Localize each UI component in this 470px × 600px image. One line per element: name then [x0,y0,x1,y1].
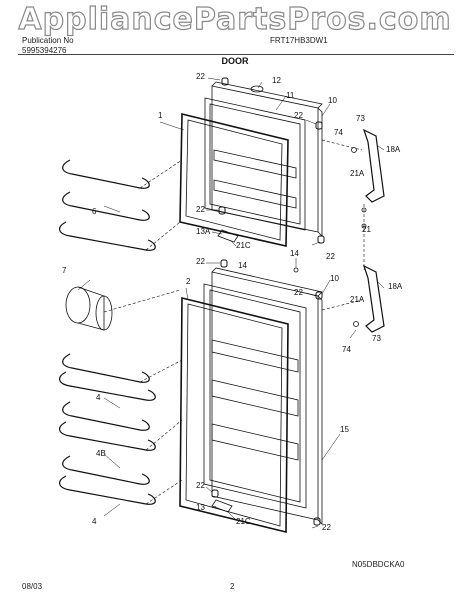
hinge-icon-lower [362,264,385,333]
callout-7-dairy: 7 [62,266,67,275]
shelf-bar-icon-upper [59,159,156,251]
callout-10-top: 10 [328,96,337,105]
callout-15-fresh-door: 15 [340,425,349,434]
callout-1-freezer-gasket: 1 [158,111,163,120]
callout-21c-upper: 21C [236,241,251,250]
callout-21a-lower: 21A [350,295,365,304]
callout-11-freezer-door: 11 [286,91,295,100]
fresh-food-door-outer-panel [211,267,323,525]
callout-4-shelf-upper: 4 [96,393,101,402]
plug-12 [250,85,264,93]
callout-22-bushing-top: 22 [196,72,205,81]
publication-number: 5995394276 [22,46,67,55]
header-rule [18,54,454,55]
callout-22-mid-left: 22 [196,205,205,214]
callout-14-right: 14 [290,249,299,258]
callout-22-mid-right: 22 [326,252,335,261]
callout-22-upper-right: 22 [294,111,303,120]
diagram-code: N05DBDCKA0 [352,560,405,569]
callout-13a-stop: 13A [196,227,211,236]
bushing-icon [211,77,325,526]
callout-18a-upper-hinge: 18A [386,145,401,154]
callout-22-lower-top: 22 [196,257,205,266]
callout-10-lower: 10 [330,274,339,283]
freezer-door-liner [204,97,306,231]
dairy-container-icon [65,286,113,331]
freezer-door-gasket [179,112,289,247]
publication-label: Publication No [22,36,74,45]
hinge-icon-upper [362,128,385,203]
callout-2-fresh-gasket: 2 [186,277,191,286]
callout-73-upper: 73 [356,114,365,123]
watermark: AppliancePartsPros.com [18,1,452,37]
callout-21-center-hinge: 21 [362,225,371,234]
page-number: 2 [230,582,235,591]
callout-4b-shelf: 4B [96,449,106,458]
section-title: DOOR [221,56,249,66]
shelf-bar-icon-lower [59,353,156,505]
callout-22-bottom-right: 22 [322,523,331,532]
callout-18a-lower-hinge: 18A [388,282,403,291]
callout-22-bottom-left: 22 [196,481,205,490]
callout-74-upper: 74 [334,128,343,137]
callout-13-stop: 13 [196,503,205,512]
callout-4-shelf-lower: 4 [92,517,97,526]
model-number: FRT17HB3DW1 [270,36,328,45]
callout-21c-lower: 21C [236,517,251,526]
callout-73-lower: 73 [372,334,381,343]
callout-21a-upper: 21A [350,169,365,178]
fresh-food-door-liner [203,283,307,509]
callout-6-shelf: 6 [92,207,97,216]
callout-12-plug: 12 [272,76,281,85]
footer-date: 08/03 [22,582,43,591]
callout-14-left: 14 [238,261,247,270]
callout-74-lower: 74 [342,345,351,354]
fresh-food-door-gasket [179,296,289,534]
callout-22-lower-right: 22 [294,288,303,297]
